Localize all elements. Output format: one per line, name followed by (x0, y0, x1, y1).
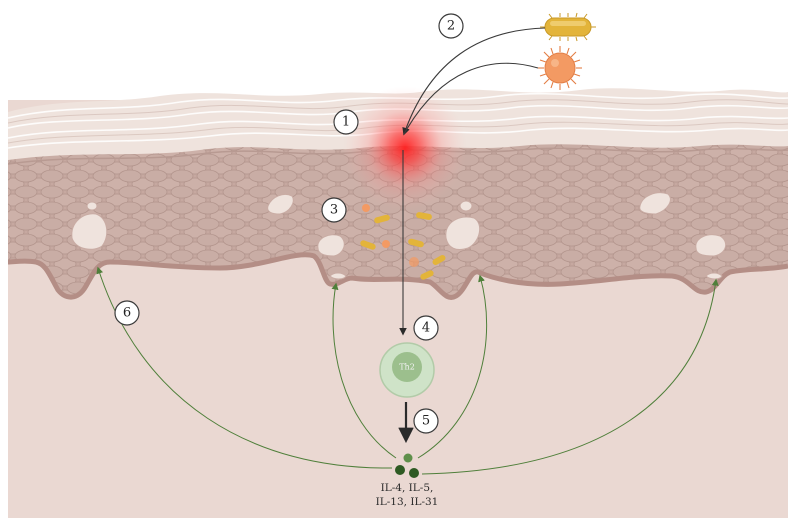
svg-text:2: 2 (447, 19, 455, 34)
rod-bacterium-icon (540, 13, 596, 41)
coccus-bacterium-icon (538, 46, 582, 90)
svg-text:5: 5 (422, 414, 430, 429)
cytokine-label-line-1: IL-4, IL-5, (381, 482, 434, 494)
step-marker-5: 5 (414, 409, 438, 433)
step-marker-2: 2 (439, 14, 463, 38)
svg-text:3: 3 (330, 203, 338, 218)
svg-text:6: 6 (123, 306, 131, 321)
svg-text:1: 1 (342, 115, 350, 130)
svg-text:4: 4 (422, 321, 430, 336)
step-marker-1: 1 (334, 110, 358, 134)
cytokine-label-line-2: IL-13, IL-31 (376, 496, 439, 508)
th2-cell-icon: Th2 (380, 343, 434, 397)
th2-label: Th2 (399, 363, 415, 372)
inflammation-glow (343, 86, 467, 210)
step-marker-4: 4 (414, 316, 438, 340)
step-marker-3: 3 (322, 198, 346, 222)
step-marker-6: 6 (115, 301, 139, 325)
